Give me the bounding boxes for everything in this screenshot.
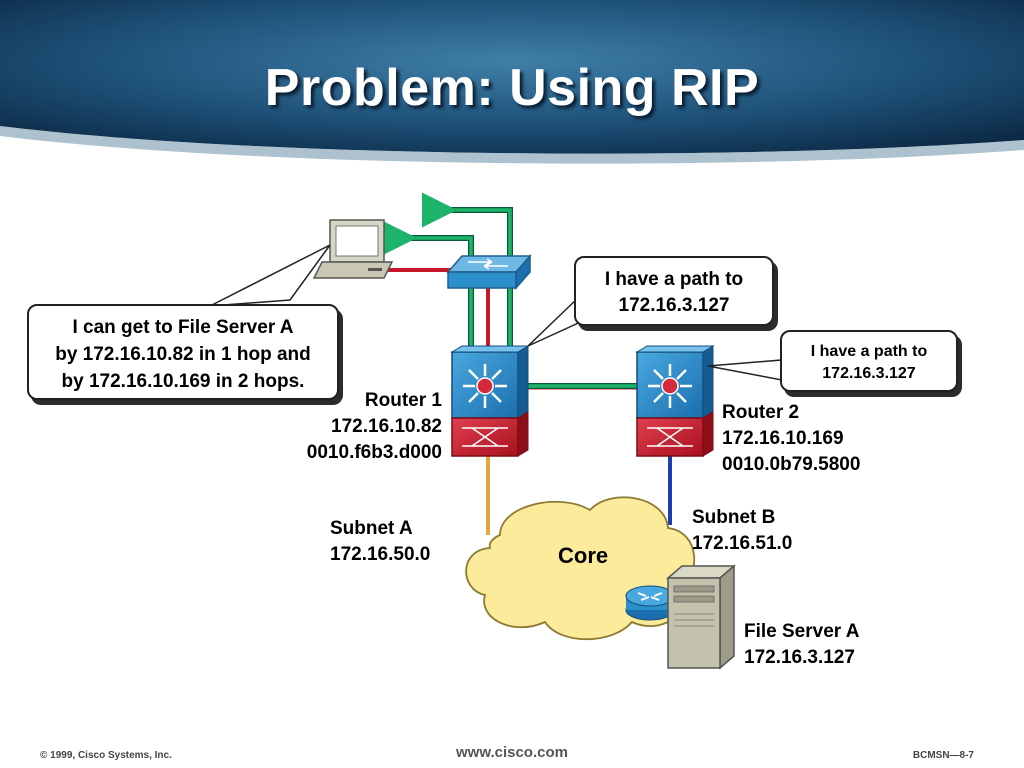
footer-slide-code: BCMSN—8-7 [912,750,974,761]
pc-callout-line-2: by 172.16.10.82 in 1 hop and [55,344,311,365]
pc-icon [312,219,394,279]
file-server-icon [665,564,737,670]
router-2-ip: 172.16.10.169 [722,428,844,449]
router-1-label: Router 1 172.16.10.82 0010.f6b3.d000 [307,388,442,466]
router-2-label: Router 2 172.16.10.169 0010.0b79.5800 [722,400,860,478]
file-server-ip: 172.16.3.127 [744,647,855,668]
router-1-name: Router 1 [364,390,442,411]
subnet-a-net: 172.16.50.0 [330,544,431,565]
pc-callout-line-3: by 172.16.10.169 in 2 hops. [61,371,305,392]
header-background [0,0,1024,164]
pc-callout: I can get to File Server A by 172.16.10.… [27,304,339,400]
router-2-name: Router 2 [722,402,800,423]
core-router-icon [625,585,675,621]
router-1-ip: 172.16.10.82 [331,416,442,437]
router-2-callout-line-1: I have a path to [810,343,928,360]
router-1-callout-line-2: 172.16.3.127 [618,295,730,316]
subnet-b-net: 172.16.51.0 [692,533,793,554]
subnet-b-label: Subnet B 172.16.51.0 [692,505,792,557]
file-server-name: File Server A [744,621,860,642]
pc-callout-line-1: I can get to File Server A [72,317,294,338]
subnet-a-name: Subnet A [330,518,413,539]
rip-path-arrows [382,192,640,392]
page-title: Problem: Using RIP [264,59,760,117]
core-label: Core [558,543,609,568]
router-1-mac: 0010.f6b3.d000 [306,442,442,463]
router-2-icon [635,345,715,457]
footer-copyright: © 1999, Cisco Systems, Inc. [40,750,172,761]
switch-icon [446,254,532,290]
header-banner: Problem: Using RIP [0,0,1024,168]
router-1-callout: I have a path to 172.16.3.127 [574,256,774,326]
router-1-icon [450,345,530,457]
router-2-mac: 0010.0b79.5800 [722,454,861,475]
footer-url[interactable]: www.cisco.com [456,744,568,761]
subnet-a-label: Subnet A 172.16.50.0 [330,516,430,568]
router-1-callout-line-1: I have a path to [604,269,744,290]
router-2-callout-line-2: 172.16.3.127 [822,365,916,382]
file-server-label: File Server A 172.16.3.127 [744,619,859,671]
subnet-b-name: Subnet B [692,507,776,528]
router-2-callout: I have a path to 172.16.3.127 [780,330,958,392]
